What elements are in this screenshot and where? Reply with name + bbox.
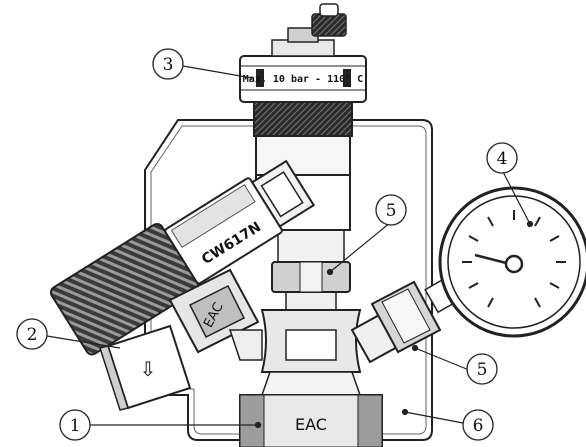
valve-connection-sleeve (228, 329, 263, 361)
svg-text:3: 3 (163, 55, 174, 75)
svg-text:2: 2 (27, 325, 38, 345)
safety-valve: CW617N (49, 159, 316, 356)
gauge-branch (350, 276, 460, 364)
svg-text:4: 4 (497, 149, 508, 169)
callout-5-lower: 5 (466, 353, 498, 385)
pressure-rating-inscription: Max. 10 bar - 110° C (243, 74, 363, 85)
leader-lines (46, 65, 534, 429)
callout-4: 4 (486, 142, 518, 174)
pressure-gauge (438, 186, 586, 338)
svg-text:5: 5 (386, 201, 397, 221)
callout-3: 3 (152, 48, 184, 80)
svg-text:6: 6 (473, 416, 484, 436)
gauge-hub (504, 254, 524, 274)
gauge-tick-marks (462, 210, 566, 308)
svg-text:5: 5 (477, 360, 488, 380)
callout-5-upper: 5 (375, 194, 407, 226)
callout-6: 6 (462, 409, 494, 441)
flow-direction-arrow: ⇩ (140, 357, 157, 381)
drain-outlet: ⇩ (99, 324, 192, 411)
eac-mark-bottom: EAC (295, 415, 327, 434)
bottom-hex-nut: EAC (239, 394, 383, 447)
callout-1: 1 (59, 409, 91, 441)
callout-2: 2 (16, 318, 48, 350)
svg-text:1: 1 (70, 416, 81, 436)
upper-hex-nut (271, 261, 351, 293)
